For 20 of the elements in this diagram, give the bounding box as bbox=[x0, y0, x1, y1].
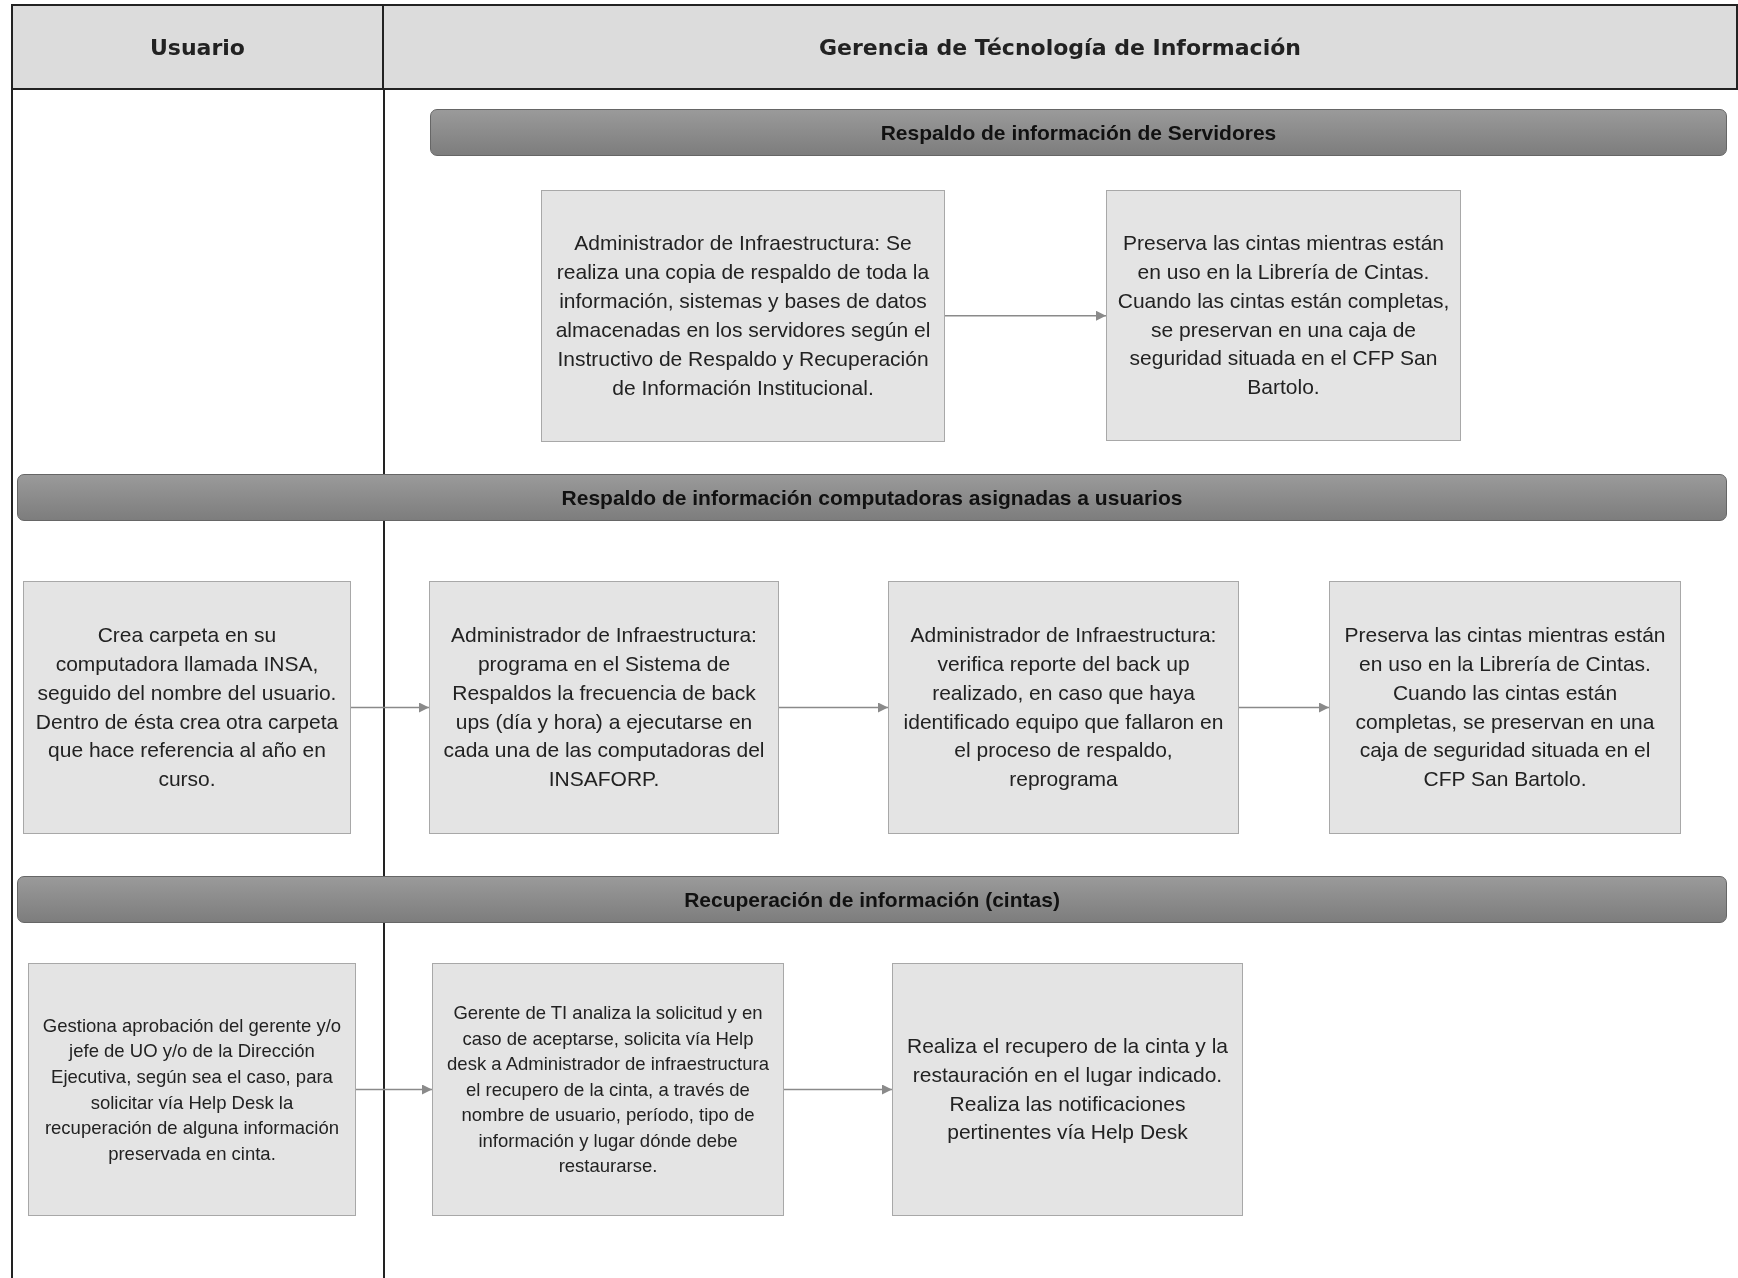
arrow bbox=[778, 702, 889, 713]
arrow bbox=[355, 1084, 433, 1095]
process-box: Administrador de Infraestructura: programa en el Sistema de Respaldos la frecuencia de back ups (día y hora) a ejecutarse en cada una de las computadoras del INSAFORP. bbox=[429, 581, 779, 834]
process-box: Preserva las cintas mientras están en uso en la Librería de Cintas. Cuando las cintas están completas, se preservan en una caja de seguridad situada en el CFP San Bartolo. bbox=[1106, 190, 1461, 441]
arrow bbox=[944, 310, 1107, 321]
section-band: Recuperación de información (cintas) bbox=[17, 876, 1727, 923]
process-box: Preserva las cintas mientras están en uso en la Librería de Cintas. Cuando las cintas están completas, se preservan en una caja de seguridad situada en el CFP San Bartolo. bbox=[1329, 581, 1681, 834]
process-box: Crea carpeta en su computadora llamada INSA, seguido del nombre del usuario. Dentro de ésta crea otra carpeta que hace referencia al año en curso. bbox=[23, 581, 351, 834]
process-box: Gerente de TI analiza la solicitud y en caso de aceptarse, solicita vía Help desk a Administrador de infraestructura el recupero de la cinta, a través de nombre de usuario, período, tipo de información y lugar dónde debe restaurarse. bbox=[432, 963, 784, 1216]
process-box: Gestiona aprobación del gerente y/o jefe de UO y/o de la Dirección Ejecutiva, según sea el caso, para solicitar vía Help Desk la recuperación de alguna información preservada en cinta. bbox=[28, 963, 356, 1216]
arrow bbox=[350, 702, 430, 713]
process-box: Realiza el recupero de la cinta y la restauración en el lugar indicado. Realiza las notificaciones pertinentes vía Help Desk bbox=[892, 963, 1243, 1216]
column-header: Usuario bbox=[11, 4, 384, 90]
column-header: Gerencia de Técnología de Información bbox=[382, 4, 1738, 90]
arrow bbox=[1238, 702, 1330, 713]
process-box: Administrador de Infraestructura: Se realiza una copia de respaldo de toda la información, sistemas y bases de datos almacenadas en los servidores según el Instructivo de Respaldo y Recuperación de Información Institucional. bbox=[541, 190, 945, 442]
process-box: Administrador de Infraestructura: verifica reporte del back up realizado, en caso que haya identificado equipo que fallaron en el proceso de respaldo, reprograma bbox=[888, 581, 1239, 834]
section-band: Respaldo de información computadoras asignadas a usuarios bbox=[17, 474, 1727, 521]
section-band: Respaldo de información de Servidores bbox=[430, 109, 1727, 156]
arrow bbox=[783, 1084, 893, 1095]
